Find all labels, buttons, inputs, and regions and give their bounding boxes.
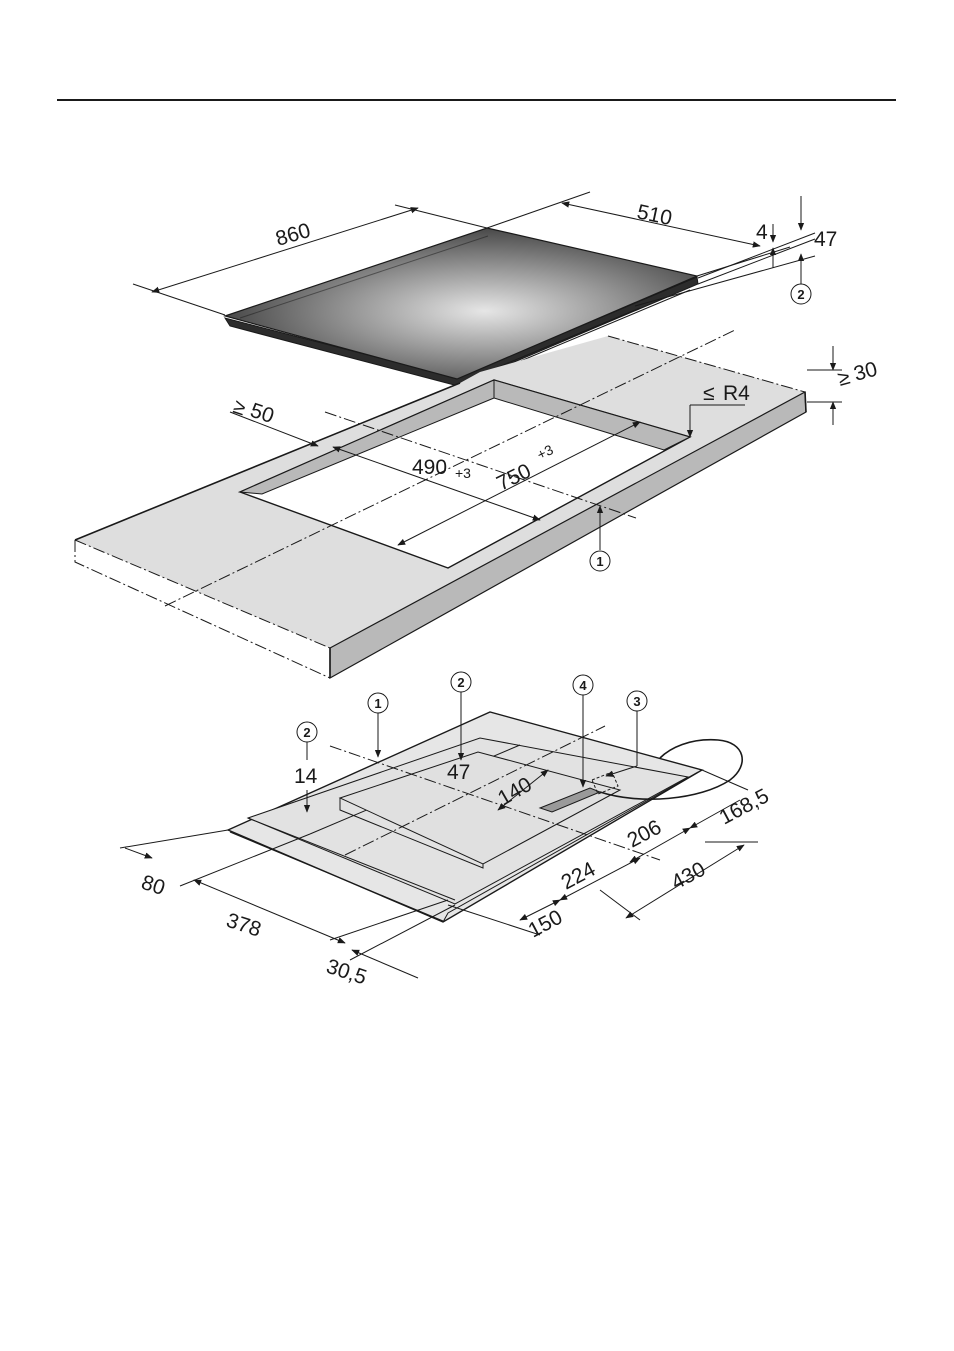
svg-text:2: 2 xyxy=(797,287,804,302)
svg-text:≥: ≥ xyxy=(230,395,248,420)
worktop xyxy=(75,330,806,678)
dim-80-label: 80 xyxy=(138,871,167,900)
svg-text:2: 2 xyxy=(303,725,310,740)
svg-text:≤: ≤ xyxy=(703,382,715,405)
dim-168-5-label: 168,5 xyxy=(716,784,773,829)
svg-text:1: 1 xyxy=(374,696,381,711)
hob-width-label: 860 xyxy=(273,219,313,251)
corner-radius-label: R4 xyxy=(723,382,750,405)
svg-text:4: 4 xyxy=(579,678,587,693)
dim-378-label: 378 xyxy=(223,909,263,942)
side-height-label: 14 xyxy=(294,765,318,788)
middle-height-label: 47 xyxy=(447,761,470,784)
min-worktop-thickness-label: 30 xyxy=(851,358,880,386)
dim-224-label: 224 xyxy=(558,858,600,895)
total-height-label: 47 xyxy=(814,228,837,251)
dim-206-label: 206 xyxy=(624,816,666,853)
cutout-depth-tolerance: +3 xyxy=(455,465,471,481)
svg-text:≥: ≥ xyxy=(835,366,852,391)
dim-150-label: 150 xyxy=(525,906,567,943)
hob-depth-label: 510 xyxy=(635,200,674,230)
svg-text:2: 2 xyxy=(457,675,464,690)
hob-underside-view xyxy=(228,712,742,922)
min-front-distance-label: 50 xyxy=(247,399,276,428)
svg-text:3: 3 xyxy=(633,694,640,709)
dim-30-5-label: 30,5 xyxy=(323,955,369,990)
cutout-depth-label: 490 xyxy=(412,456,447,479)
frame-thickness-label: 4 xyxy=(756,221,768,244)
svg-text:1: 1 xyxy=(596,554,603,569)
